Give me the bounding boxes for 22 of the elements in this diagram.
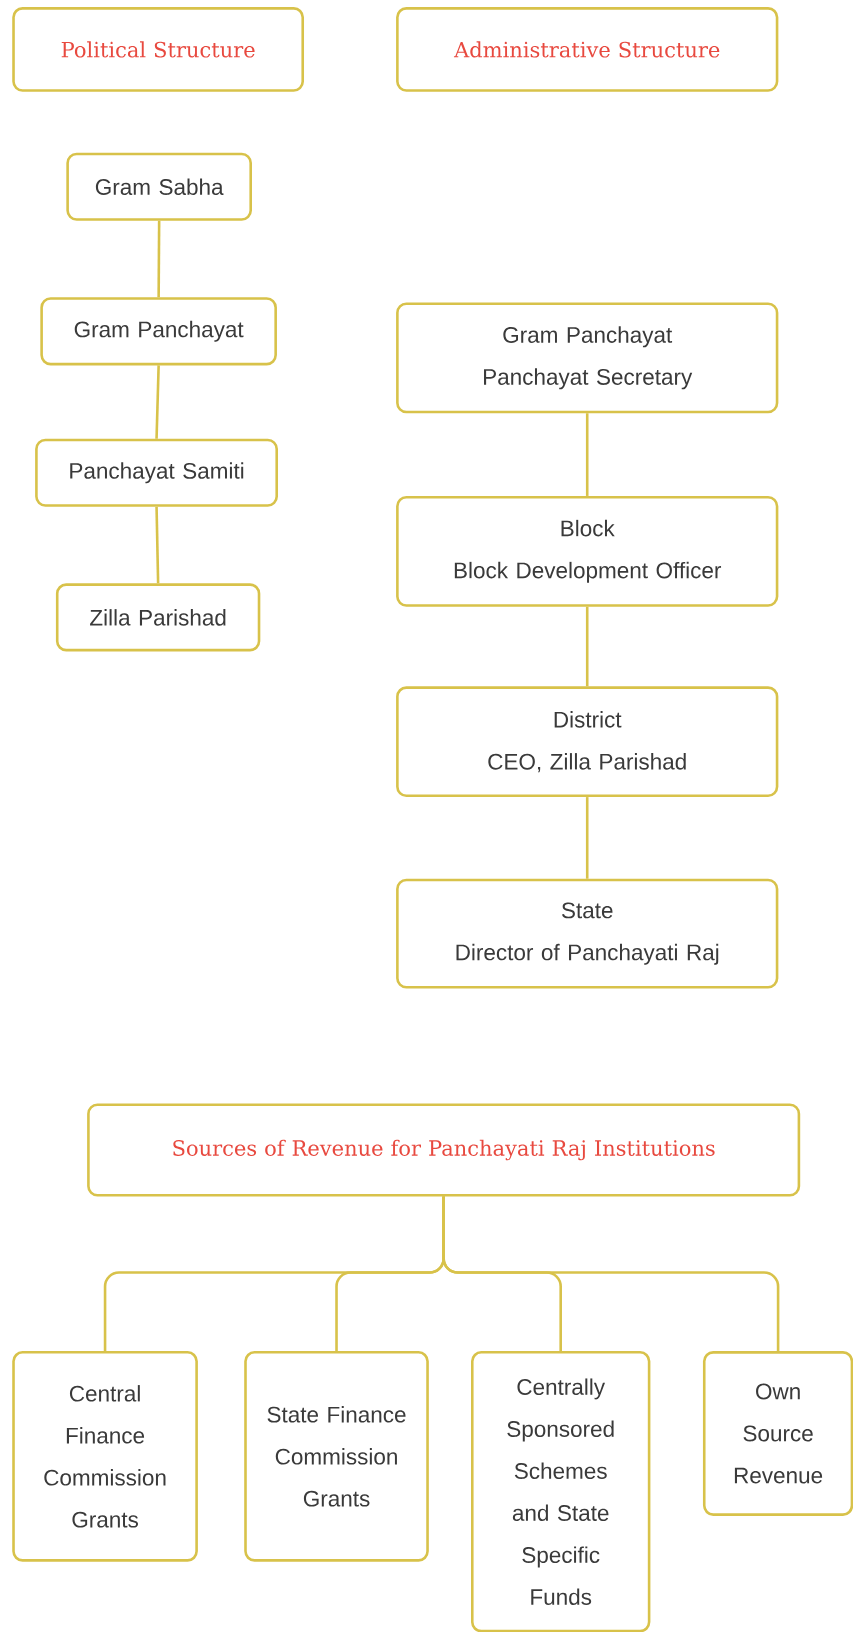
connector-line (157, 220, 161, 298)
revenue-box: Centrally Sponsored Schemes and State Specific Funds (470, 1351, 651, 1632)
connector-line (442, 1196, 780, 1352)
level-box: State Director of Panchayati Raj (396, 878, 779, 989)
level-box: Zilla Parishad (55, 583, 261, 652)
revenue-box: Central Finance Commission Grants (12, 1351, 198, 1562)
connector-line (585, 797, 589, 879)
connector-line (155, 365, 160, 439)
heading-box: Administrative Structure (396, 7, 779, 92)
connector-line (585, 606, 589, 687)
revenue-box: Own Source Revenue (702, 1351, 853, 1516)
level-box: District CEO, Zilla Parishad (396, 686, 779, 798)
level-box: Panchayat Samiti (35, 438, 278, 507)
revenue-box: State Finance Commission Grants (244, 1351, 429, 1562)
level-box: Block Block Development Officer (396, 495, 779, 607)
heading-box: Political Structure (12, 7, 305, 92)
connector-line (155, 506, 160, 584)
level-box: Gram Panchayat Panchayat Secretary (396, 302, 779, 414)
level-box: Gram Sabha (66, 152, 252, 221)
heading-box: Sources of Revenue for Panchayati Raj Institutions (87, 1103, 801, 1197)
connector-line (585, 413, 589, 496)
level-box: Gram Panchayat (40, 297, 277, 366)
